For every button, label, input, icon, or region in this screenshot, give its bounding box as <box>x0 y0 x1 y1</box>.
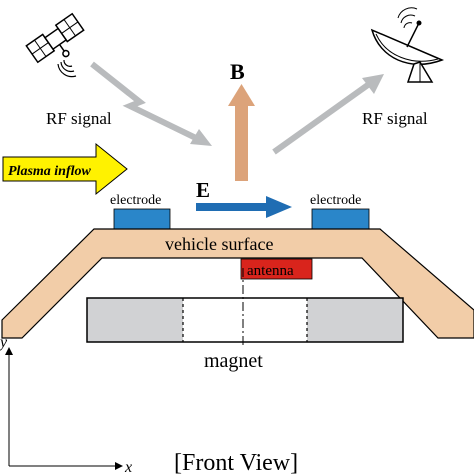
plasma-inflow-label: Plasma inflow <box>8 164 92 179</box>
view-caption: [Front View] <box>174 450 298 476</box>
satellite-dish-icon <box>370 7 445 83</box>
vehicle-surface-label: vehicle surface <box>165 234 273 254</box>
b-field-label: B <box>230 59 245 84</box>
y-axis-label: y <box>0 334 8 351</box>
rf-signal-arrow-right <box>272 74 384 155</box>
rf-signal-label-left: RF signal <box>46 109 112 128</box>
electrode-right <box>311 208 370 231</box>
plasma-inflow-arrow <box>2 142 128 196</box>
antenna-label: antenna <box>247 263 294 279</box>
rf-signal-label-right: RF signal <box>362 109 428 128</box>
electrode-label-right: electrode <box>310 193 361 208</box>
electrode-label-left: electrode <box>110 193 161 208</box>
magnet-label: magnet <box>204 350 263 372</box>
rf-signal-arrow-left <box>90 61 212 146</box>
e-field-arrow <box>196 196 292 218</box>
vehicle-surface <box>1 228 474 339</box>
antenna <box>240 258 313 280</box>
satellite-icon <box>25 12 85 64</box>
electrode-left <box>113 208 171 231</box>
magnet <box>86 297 404 343</box>
e-field-label: E <box>196 178 210 202</box>
b-field-arrow <box>228 84 255 181</box>
satellite-signal-waves-icon <box>57 59 77 78</box>
x-axis-label: x <box>124 459 132 476</box>
